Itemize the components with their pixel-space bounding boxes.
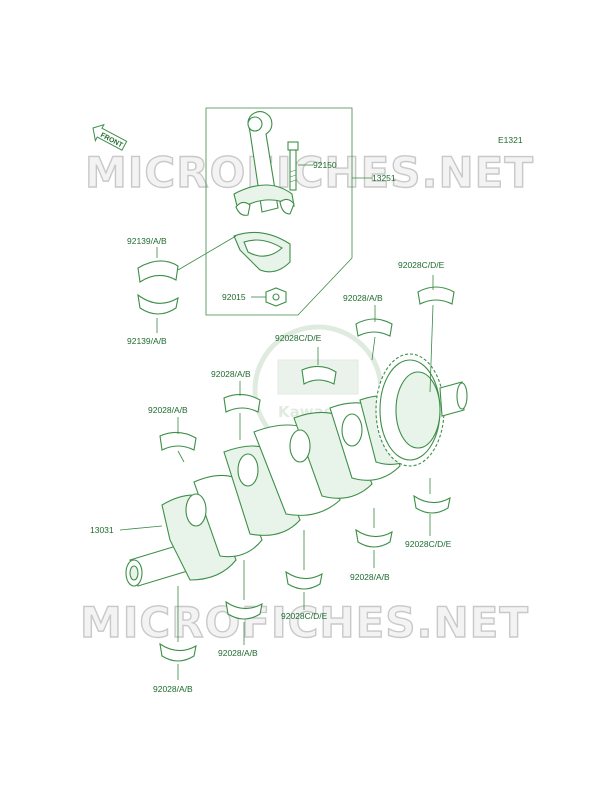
- main-bearing-left-ab: [159, 431, 197, 451]
- label-92028ab-bottom-center: 92028/A/B: [218, 648, 258, 658]
- label-92139-top: 92139/A/B: [127, 236, 167, 246]
- main-bearing-bottom-center-ab: [225, 600, 263, 620]
- label-13251: 13251: [372, 173, 396, 183]
- label-92028cde-center: 92028C/D/E: [275, 333, 322, 343]
- label-92028ab-top-right: 92028/A/B: [343, 293, 383, 303]
- label-13031: 13031: [90, 525, 114, 535]
- label-92028ab-center: 92028/A/B: [211, 369, 251, 379]
- label-92015: 92015: [222, 292, 246, 302]
- watermark-top: MICROFICHES.NET: [85, 148, 534, 197]
- label-92028cde-bottom-center: 92028C/D/E: [281, 611, 328, 621]
- label-92028ab-left: 92028/A/B: [148, 405, 188, 415]
- diagram-code: E1321: [498, 135, 523, 145]
- rod-bearing-upper: [137, 260, 179, 283]
- label-92028ab-right-lower: 92028/A/B: [350, 572, 390, 582]
- connecting-rod-box: [205, 107, 353, 316]
- main-bearing-top-right-cde: [417, 286, 455, 305]
- crankshaft: [125, 353, 468, 587]
- label-92028cde-right-lower: 92028C/D/E: [405, 539, 452, 549]
- main-bearing-bottom-left-ab: [159, 642, 197, 662]
- main-bearing-right-lower-ab: [355, 528, 393, 548]
- main-bearing-center-ab: [223, 393, 261, 413]
- label-92139-bottom: 92139/A/B: [127, 336, 167, 346]
- main-bearing-right-lower-cde: [413, 494, 451, 514]
- rod-bearing-lower: [137, 293, 179, 315]
- label-92150: 92150: [313, 160, 337, 170]
- label-92028cde-top-right: 92028C/D/E: [398, 260, 445, 270]
- main-bearing-bottom-center-cde: [285, 570, 323, 590]
- label-92028ab-bottom-left: 92028/A/B: [153, 684, 193, 694]
- rod-bolt: [287, 141, 299, 191]
- watermark-bottom: MICROFICHES.NET: [80, 598, 529, 647]
- main-bearing-center-cde: [301, 365, 337, 385]
- connecting-rod: [233, 111, 295, 216]
- main-bearing-top-right-ab: [355, 318, 393, 337]
